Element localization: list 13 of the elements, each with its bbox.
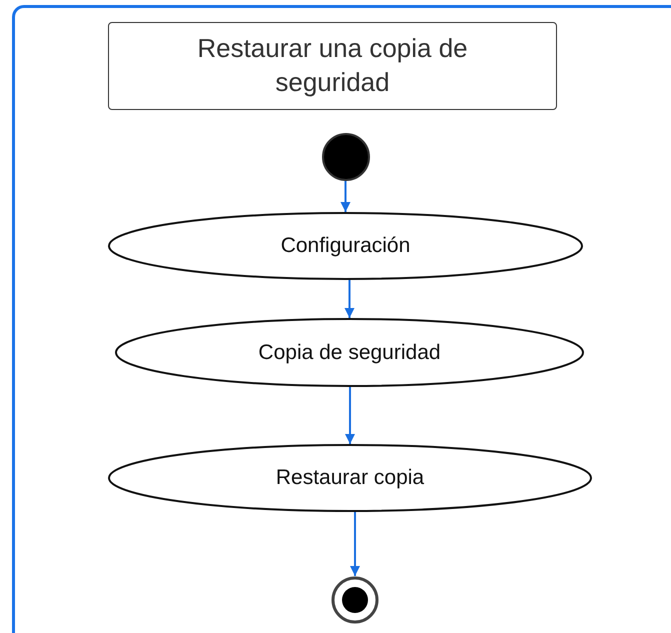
arrow bbox=[345, 387, 355, 444]
activity-label: Copia de seguridad bbox=[258, 340, 441, 364]
end-node bbox=[331, 576, 379, 624]
activity-label: Restaurar copia bbox=[276, 466, 424, 490]
title: Restaurar una copia de seguridad bbox=[108, 22, 557, 110]
activity-ellipse bbox=[108, 212, 583, 280]
arrow bbox=[344, 280, 354, 318]
activity-label: Configuración bbox=[280, 234, 410, 258]
start-node bbox=[322, 133, 370, 181]
activity-ellipse bbox=[115, 318, 584, 387]
arrow bbox=[340, 181, 350, 212]
arrow bbox=[350, 512, 360, 576]
activity-ellipse bbox=[108, 444, 592, 512]
